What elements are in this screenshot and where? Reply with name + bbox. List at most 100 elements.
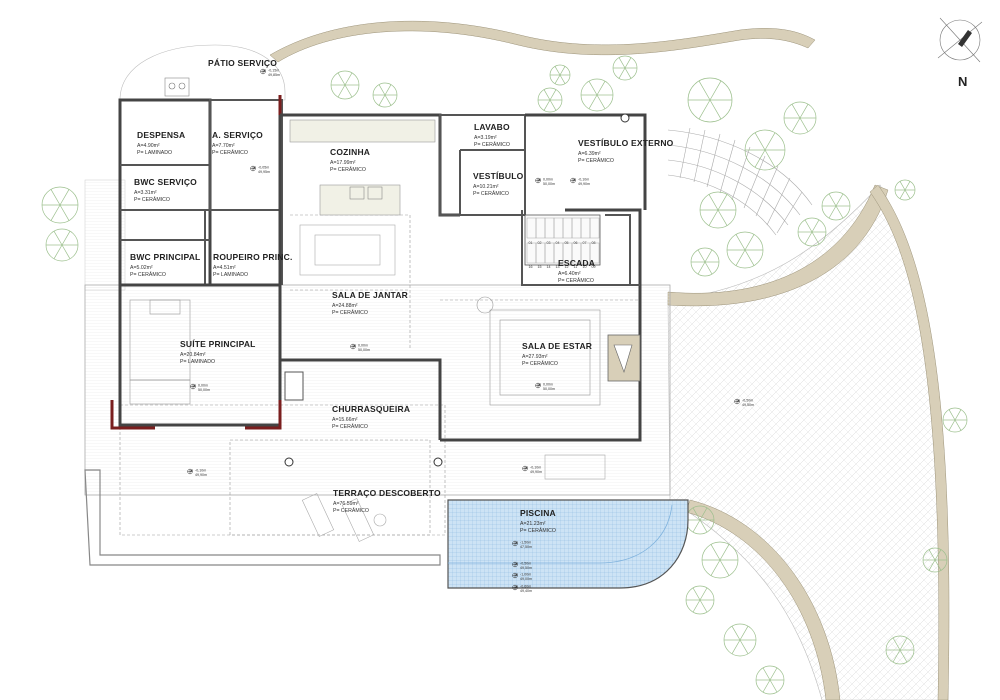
room-floor: P= CERÂMICO xyxy=(130,271,166,278)
level-value: -0,10m xyxy=(578,178,589,182)
north-label: N xyxy=(958,74,967,89)
room-area: A=3.19m² xyxy=(474,135,497,141)
stair-step-number: 14 xyxy=(547,265,551,269)
level-marker-icon xyxy=(512,572,518,579)
tree-icon xyxy=(612,55,638,81)
room-area: A=20.84m² xyxy=(180,352,206,358)
room-name: DESPENSA xyxy=(137,130,185,140)
level-elevation: 49,90m xyxy=(530,470,542,474)
room-name: PISCINA xyxy=(520,508,556,518)
tree-icon xyxy=(549,64,571,86)
stair-step-number: 15 xyxy=(538,265,542,269)
garden-wall-curve xyxy=(667,184,889,307)
level-marker-icon xyxy=(512,540,518,547)
room-name: TERRAÇO DESCOBERTO xyxy=(333,488,441,498)
room-patio-servico: PÁTIO SERVIÇO xyxy=(208,58,277,68)
room-area: A=24.88m² xyxy=(332,303,358,309)
tree-icon xyxy=(690,247,720,277)
level-marker-icon xyxy=(190,383,196,390)
room-name: BWC PRINCIPAL xyxy=(130,252,200,262)
bed xyxy=(129,299,191,405)
stair-step-number: 12 xyxy=(565,265,569,269)
patio-servico-area xyxy=(119,44,286,101)
tree-icon xyxy=(755,665,785,695)
room-area: A=10.21m² xyxy=(473,184,499,190)
room-area: A=15.66m² xyxy=(332,417,358,423)
room-name: ESCADA xyxy=(558,258,595,268)
level-marker-icon xyxy=(734,398,740,405)
north-arrow: N xyxy=(937,17,983,89)
room-area: A=4.51m² xyxy=(213,265,236,271)
stair-step-number: 16 xyxy=(529,265,533,269)
stair-step-number: 10 xyxy=(583,265,587,269)
room-floor: P= CERÂMICO xyxy=(332,309,368,316)
level-value: -0,50m xyxy=(742,399,753,403)
living-furniture xyxy=(476,296,601,406)
level-marker-icon xyxy=(535,177,541,184)
room-name: SALA DE JANTAR xyxy=(332,290,408,300)
tree-icon xyxy=(894,179,916,201)
level-marker-icon xyxy=(512,584,518,591)
level-elevation: 49,50m xyxy=(742,403,754,407)
room-floor: P= CERÂMICO xyxy=(134,196,170,203)
level-marker-icon xyxy=(522,465,528,472)
room-floor: P= LAMINADO xyxy=(213,272,248,278)
room-area: A=7.70m² xyxy=(212,143,235,149)
level-elevation: 50,00m xyxy=(198,388,210,392)
level-elevation: 49,40m xyxy=(520,589,532,593)
level-value: -1,00m xyxy=(520,573,531,577)
level-value: -0,15m xyxy=(268,69,279,73)
room-floor: P= LAMINADO xyxy=(180,359,215,365)
tree-icon xyxy=(372,82,398,108)
room-area: A=3.31m² xyxy=(134,190,157,196)
tree-icon xyxy=(797,217,827,247)
level-elevation: 49,85m xyxy=(268,73,280,77)
columns xyxy=(284,113,630,467)
level-value: -0,10m xyxy=(195,469,206,473)
room-floor: P= CERÂMICO xyxy=(332,423,368,430)
room-name: VESTÍBULO EXTERNO xyxy=(578,138,674,148)
level-value: 0,00m xyxy=(543,178,553,182)
tree-icon xyxy=(744,129,786,171)
tree-icon xyxy=(45,228,79,262)
room-name: SALA DE ESTAR xyxy=(522,341,592,351)
level-elevation: 50,00m xyxy=(543,182,555,186)
room-area: A=4.90m² xyxy=(137,143,160,149)
room-name: VESTÍBULO xyxy=(473,171,524,181)
room-name: PÁTIO SERVIÇO xyxy=(208,58,277,68)
house-walls xyxy=(110,95,647,442)
level-value: 0,00m xyxy=(543,383,553,387)
lounge-chairs xyxy=(301,493,387,542)
tree-icon xyxy=(783,101,817,135)
level-elevation: 49,00m xyxy=(520,577,532,581)
level-marker-icon xyxy=(570,177,576,184)
room-floor: P= CERÂMICO xyxy=(333,507,369,514)
tree-icon xyxy=(687,77,733,123)
level-value: -0,60m xyxy=(520,585,531,589)
level-value: 0,00m xyxy=(198,384,208,388)
level-value: -0,50m xyxy=(520,562,531,566)
room-area: A=27.93m² xyxy=(522,354,548,360)
level-marker-icon xyxy=(187,468,193,475)
level-elevation: 49,50m xyxy=(520,566,532,570)
tree-icon xyxy=(41,186,79,224)
